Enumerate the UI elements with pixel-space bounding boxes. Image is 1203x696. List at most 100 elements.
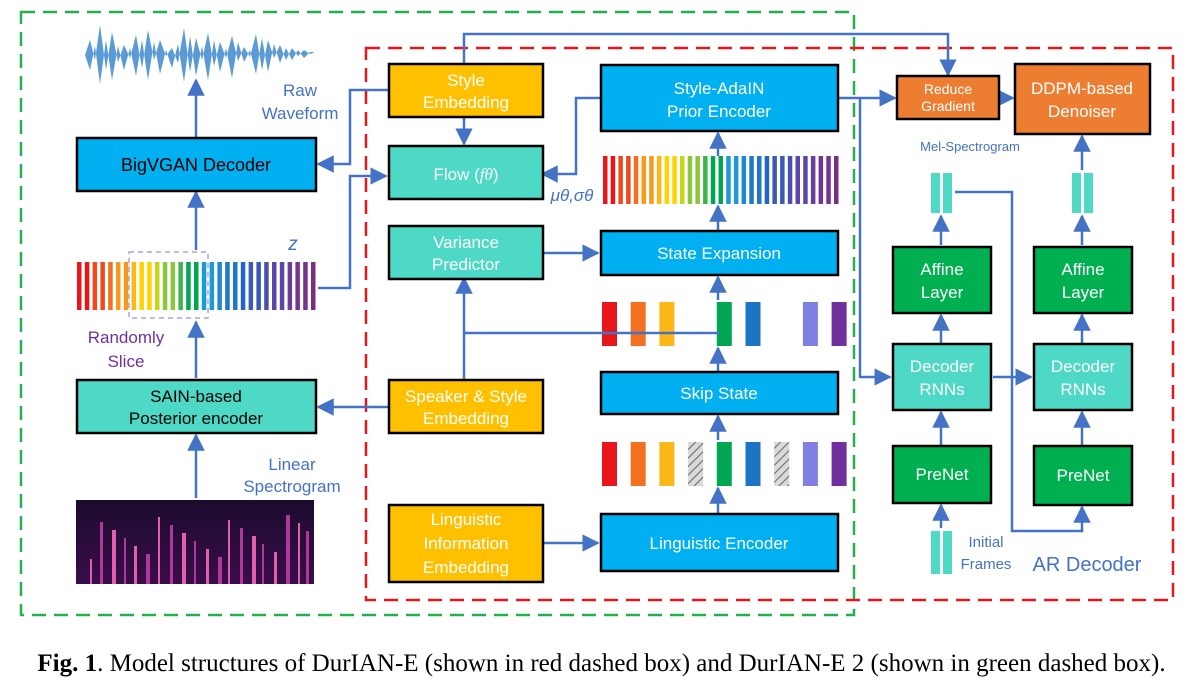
durian-e2-green-dashed-box — [19, 10, 856, 617]
affine-right-label-2: Layer — [1062, 283, 1105, 302]
prior-bar — [772, 156, 777, 204]
prior-bar — [664, 156, 670, 204]
decoder-rnns-right-box — [1032, 342, 1134, 412]
spectrogram-streak — [90, 559, 92, 584]
z-bar — [279, 262, 285, 310]
encoder-bar — [716, 442, 732, 486]
raw-waveform-label-1: Raw — [283, 81, 318, 100]
encoder-bar — [831, 442, 847, 486]
encoder-bar — [745, 442, 761, 486]
prior-bar — [710, 156, 716, 204]
spectrogram-streak — [252, 536, 256, 584]
sain-label-2: Posterior encoder — [129, 409, 264, 428]
prior-bar — [726, 156, 731, 204]
z-bar — [178, 262, 183, 310]
linguistic-emb-label-1: Linguistic — [431, 510, 502, 529]
spectrogram-streak — [262, 544, 264, 584]
skip-bar — [831, 302, 847, 346]
linguistic-emb-label-2: Information — [423, 534, 508, 553]
caption-text: . Model structures of DurIAN-E (shown in… — [97, 650, 1166, 677]
spectrogram-streak — [286, 515, 290, 584]
encoder-bar — [602, 442, 617, 486]
encoder-bar — [774, 442, 790, 486]
randomly-slice-label-2: Slice — [108, 352, 145, 371]
z-bar — [264, 262, 269, 310]
z-bar — [272, 262, 277, 310]
initial-frames-label-2: Frames — [961, 556, 1012, 573]
decoder-rnns-left-box — [891, 342, 993, 412]
ar-decoder-label: AR Decoder — [1033, 554, 1142, 576]
raw-waveform-label-2: Waveform — [262, 104, 339, 123]
z-bar — [295, 262, 300, 310]
prior-bar — [780, 156, 785, 204]
mel-frames-left — [931, 173, 952, 213]
prenet-left-box — [891, 444, 993, 505]
z-bar — [155, 262, 160, 310]
style-adain-prior-encoder-box — [599, 63, 840, 133]
variance-label-1: Variance — [433, 233, 499, 252]
prior-bar — [687, 156, 693, 204]
encoder-bar — [630, 442, 646, 486]
sain-posterior-encoder-box — [75, 378, 318, 435]
spectrogram-streak — [134, 546, 137, 584]
prior-bar — [749, 156, 754, 204]
prior-bar — [656, 156, 662, 204]
ddpm-label-1: DDPM-based — [1031, 79, 1133, 98]
speaker-style-embedding-box — [387, 378, 545, 435]
linguistic-encoder-label: Linguistic Encoder — [650, 534, 789, 553]
arrow-mel-to-prenet-right — [955, 190, 1091, 533]
spectrogram-streak — [170, 525, 173, 584]
arrow-style-to-bigvgan — [316, 88, 389, 173]
durian-e-red-dashed-box — [364, 46, 1175, 602]
speaker-label-1: Speaker & Style — [405, 387, 527, 406]
style-emb-label-1: Style — [447, 71, 485, 90]
z-bar — [84, 262, 90, 310]
bigvgan-label: BigVGAN Decoder — [121, 155, 271, 175]
reduce-gradient-box — [895, 74, 1001, 121]
spectrogram-streak — [274, 552, 277, 584]
model-structure-diagram: BigVGAN Decoder SAIN-based Posterior enc… — [19, 10, 1175, 617]
z-bar — [123, 262, 129, 310]
prior-bar — [764, 156, 770, 204]
ddpm-denoiser-box — [1013, 62, 1152, 136]
prior-bar — [757, 156, 762, 204]
z-bar — [116, 262, 121, 310]
z-bar — [162, 262, 168, 310]
encoder-bar — [688, 442, 704, 486]
z-bar — [233, 262, 238, 310]
prior-bar — [649, 156, 654, 204]
prior-bar — [672, 156, 677, 204]
prior-bar — [633, 156, 639, 204]
arrow-prior-to-flow — [540, 96, 601, 183]
flow-box — [387, 144, 545, 201]
z-bar — [194, 262, 199, 310]
z-bar — [256, 262, 261, 310]
z-bar — [186, 262, 191, 310]
prior-bar — [618, 156, 623, 204]
linguistic-encoder-box — [599, 512, 840, 573]
z-bar — [311, 262, 316, 310]
affine-right-label-1: Affine — [1061, 260, 1104, 279]
prior-bar — [826, 156, 831, 204]
prior-label-1: Style-AdaIN — [674, 79, 765, 98]
z-bar — [100, 262, 105, 310]
spectrogram-streak — [306, 531, 309, 584]
flow-label: Flow (fθ) — [433, 165, 498, 184]
raw-waveform-icon — [85, 25, 315, 84]
prior-bar — [834, 156, 839, 204]
mu-sigma-label: μθ,σθ — [550, 186, 595, 205]
prenet-right-label: PreNet — [1057, 466, 1110, 485]
initial-frames-label-1: Initial — [968, 534, 1003, 551]
z-bar — [77, 262, 82, 310]
arrow-style-to-reduce — [462, 32, 957, 77]
linear-spectrogram-image — [76, 500, 314, 584]
reduce-label-2: Gradient — [921, 98, 975, 114]
affine-left-label-1: Affine — [920, 260, 963, 279]
prior-bar — [741, 156, 747, 204]
variance-label-2: Predictor — [432, 255, 500, 274]
ddpm-label-2: Denoiser — [1048, 102, 1116, 121]
linguistic-encoder-output-bars — [602, 442, 847, 486]
skip-state-label: Skip State — [680, 384, 758, 403]
z-bar — [92, 262, 98, 310]
z-bar — [248, 262, 254, 310]
